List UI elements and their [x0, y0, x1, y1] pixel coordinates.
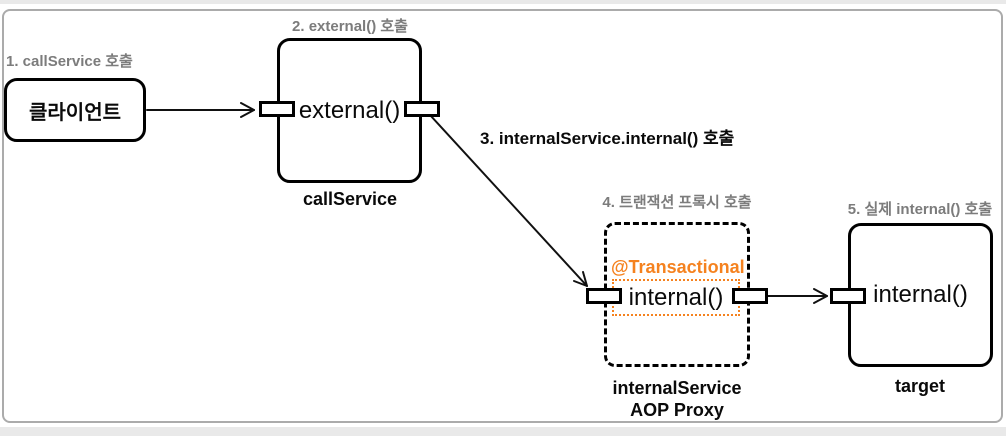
top-background-strip	[0, 0, 1006, 4]
internalservice-caption-line2: AOP Proxy	[630, 400, 724, 420]
internal-method-label: internal()	[628, 283, 724, 311]
step3-label: 3. internalService.internal() 호출	[480, 129, 735, 148]
client-node: 클라이언트	[4, 78, 146, 142]
transactional-dotted-box: internal()	[612, 279, 740, 316]
internalservice-caption-line1: internalService	[612, 378, 742, 398]
callservice-right-port	[404, 101, 440, 117]
target-node: internal()	[848, 223, 993, 367]
callservice-node: external()	[277, 38, 422, 183]
internalservice-right-port	[732, 288, 768, 304]
bottom-background-strip	[0, 427, 1006, 436]
target-internal-method-label: internal()	[873, 281, 968, 308]
target-caption: target	[894, 376, 946, 396]
target-left-port	[830, 288, 866, 304]
step5-label: 5. 실제 internal() 호출	[847, 201, 993, 218]
external-method-label: external()	[298, 96, 401, 124]
callservice-left-port	[259, 101, 295, 117]
client-label: 클라이언트	[29, 101, 121, 124]
step4-label: 4. 트랜잭션 프록시 호출	[602, 194, 752, 211]
step2-label: 2. external() 호출	[292, 18, 408, 35]
internalservice-left-port	[586, 288, 622, 304]
callservice-caption: callService	[302, 189, 398, 209]
transactional-annotation: @Transactional	[611, 257, 745, 277]
step1-label: 1. callService 호출	[6, 53, 133, 70]
